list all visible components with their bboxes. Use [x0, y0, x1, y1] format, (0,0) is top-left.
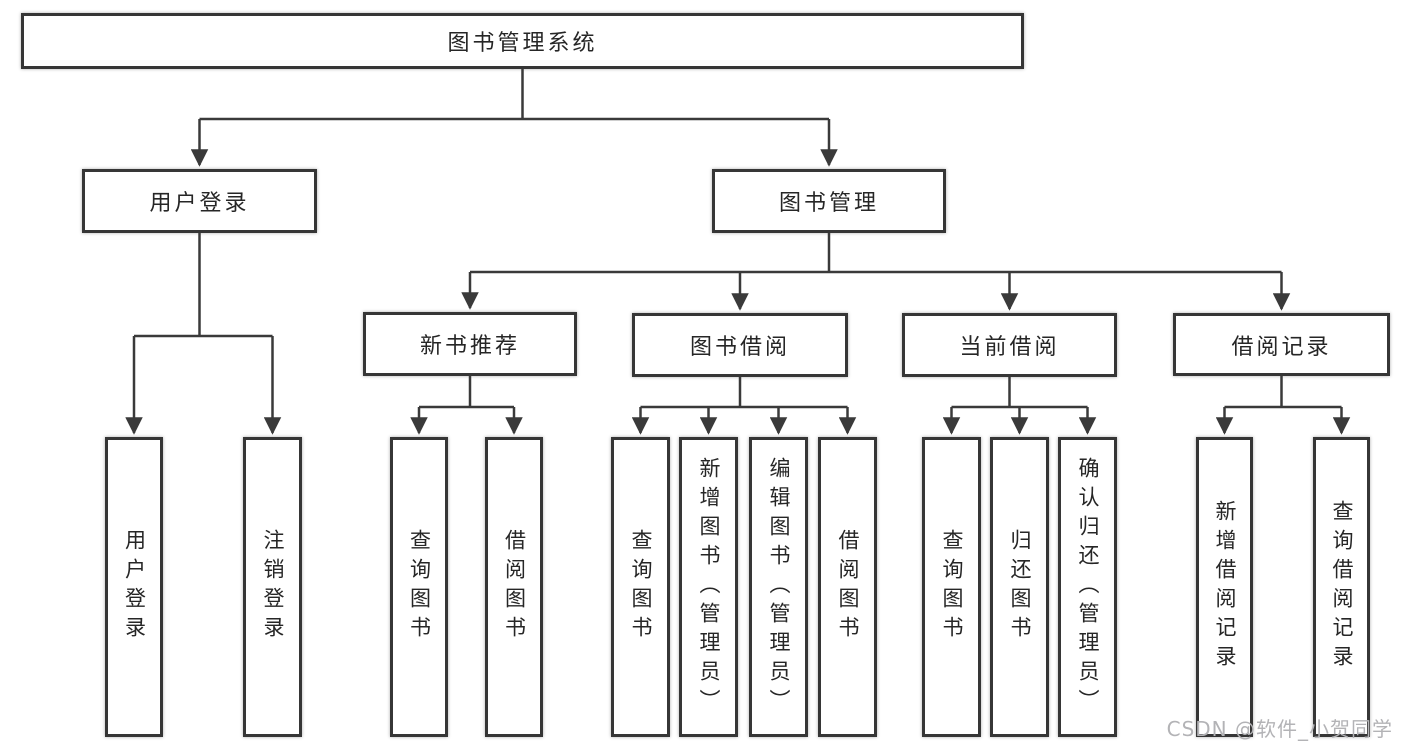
node-current-borrow-label: 当前借阅 [959, 335, 1060, 360]
node-current-borrow: 当前借阅 [902, 313, 1117, 377]
leaf-borrow-query-books-label: 查询图书 [629, 529, 653, 645]
leaf-borrow-edit-books-label: 编辑图书（管理员） [767, 456, 791, 718]
leaf-borrow-edit-books: 编辑图书（管理员） [749, 437, 808, 737]
leaf-records-add-record-label: 新增借阅记录 [1213, 500, 1237, 674]
node-root: 图书管理系统 [21, 13, 1024, 69]
node-root-label: 图书管理系统 [447, 31, 598, 56]
leaf-current-return-books-label: 归还图书 [1008, 529, 1032, 645]
leaf-recommend-query-books: 查询图书 [390, 437, 448, 737]
leaf-borrow-borrow-books-label: 借阅图书 [836, 529, 860, 645]
leaf-borrow-add-books-label: 新增图书（管理员） [697, 456, 721, 718]
node-book-management: 图书管理 [712, 169, 946, 233]
node-borrow-records: 借阅记录 [1173, 313, 1390, 376]
leaf-current-confirm-return-label: 确认归还（管理员） [1076, 456, 1100, 718]
leaf-user-login: 用户登录 [105, 437, 163, 737]
leaf-current-query-books: 查询图书 [922, 437, 981, 737]
leaf-logout-label: 注销登录 [261, 529, 285, 645]
node-book-borrow-label: 图书借阅 [689, 335, 790, 360]
node-new-book-recommend: 新书推荐 [363, 312, 577, 376]
leaf-user-login-label: 用户登录 [122, 529, 147, 645]
leaf-borrow-borrow-books: 借阅图书 [818, 437, 877, 737]
leaf-recommend-query-books-label: 查询图书 [407, 529, 432, 645]
leaf-current-query-books-label: 查询图书 [940, 529, 964, 645]
node-borrow-records-label: 借阅记录 [1231, 334, 1332, 360]
leaf-recommend-borrow-books: 借阅图书 [485, 437, 543, 737]
node-user-login: 用户登录 [82, 169, 317, 233]
node-book-borrow: 图书借阅 [632, 313, 848, 377]
leaf-records-add-record: 新增借阅记录 [1196, 437, 1253, 737]
leaf-recommend-borrow-books-label: 借阅图书 [502, 529, 527, 645]
leaf-current-return-books: 归还图书 [990, 437, 1049, 737]
watermark-text: CSDN @软件_小贺同学 [1166, 717, 1393, 741]
node-new-book-recommend-label: 新书推荐 [419, 334, 520, 359]
node-user-login-label: 用户登录 [149, 191, 250, 216]
leaf-current-confirm-return: 确认归还（管理员） [1058, 437, 1117, 737]
leaf-records-query-record: 查询借阅记录 [1313, 437, 1370, 737]
leaf-borrow-query-books: 查询图书 [611, 437, 670, 737]
leaf-borrow-add-books: 新增图书（管理员） [679, 437, 738, 737]
leaf-logout: 注销登录 [243, 437, 302, 737]
leaf-records-query-record-label: 查询借阅记录 [1330, 500, 1354, 674]
node-book-management-label: 图书管理 [778, 191, 879, 216]
